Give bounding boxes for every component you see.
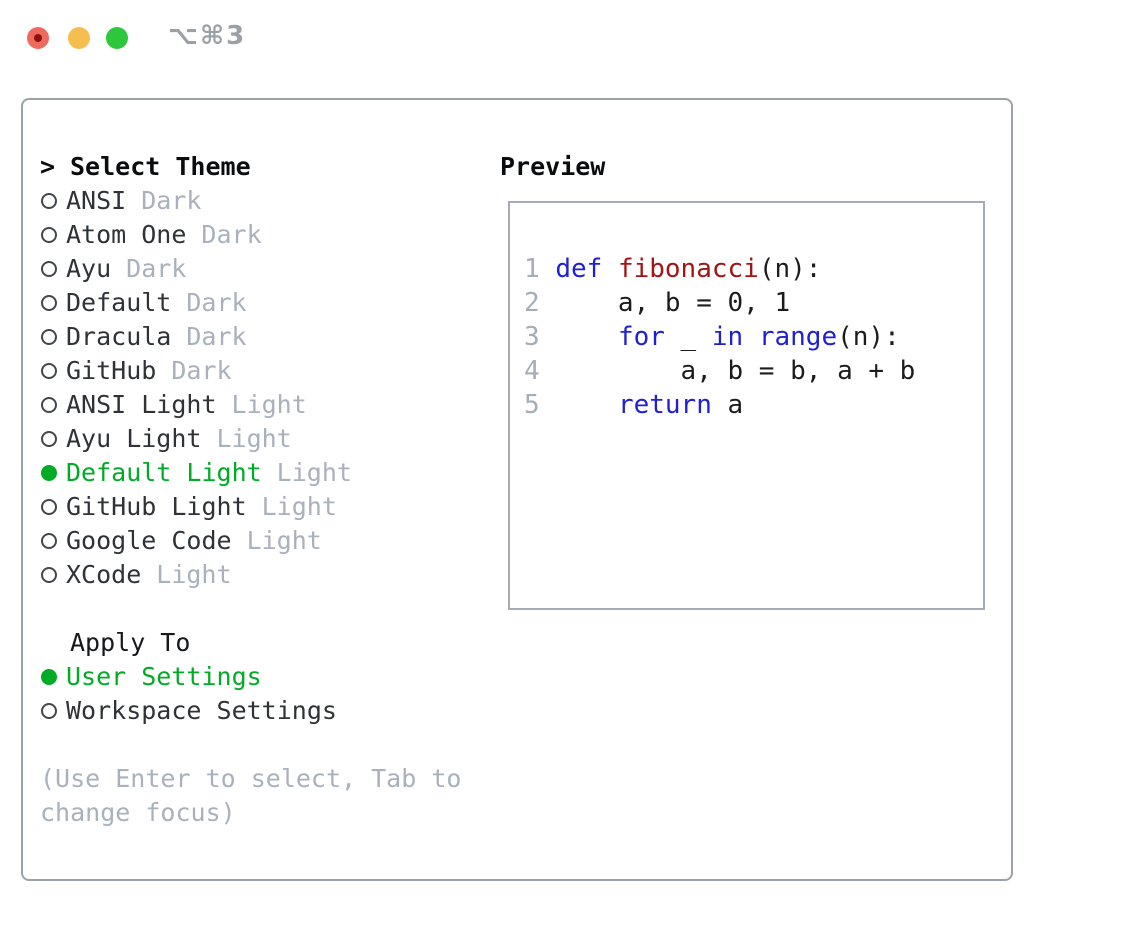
code-line: 4 a, b = b, a + b (524, 354, 983, 388)
line-number: 3 (524, 322, 556, 352)
theme-variant-tag: Dark (186, 288, 247, 317)
radio-icon (41, 295, 57, 311)
option-label: ANSI Light (66, 390, 217, 419)
radio-icon (41, 397, 57, 413)
apply-to-header: Apply To (70, 628, 191, 657)
option-label: Dracula (66, 322, 172, 351)
radio-icon (41, 261, 57, 277)
option-label: GitHub Light (66, 492, 247, 521)
code-token-function: fibonacci (617, 254, 759, 284)
code-token-keyword: def (555, 254, 618, 284)
theme-option[interactable]: GitHub Dark (40, 354, 492, 388)
select-theme-header: > Select Theme (40, 150, 492, 184)
apply-to-option[interactable]: User Settings (40, 660, 492, 694)
theme-variant-tag: Dark (141, 186, 202, 215)
option-label: Google Code (66, 526, 232, 555)
theme-option[interactable]: Ayu Dark (40, 252, 492, 286)
select-theme-title: Select Theme (70, 152, 251, 181)
theme-option[interactable]: ANSI Light Light (40, 388, 492, 422)
theme-variant-tag: Light (276, 458, 352, 487)
code-line: 3 for _ in range(n): (524, 320, 983, 354)
option-label: Atom One (66, 220, 187, 249)
blank-line (524, 422, 983, 456)
radio-icon (41, 193, 57, 209)
radio-icon (41, 329, 57, 345)
code-token-plain: a, b = b, a + b (555, 356, 916, 386)
option-label: Default (66, 288, 172, 317)
option-label: Ayu Light (66, 424, 202, 453)
theme-option[interactable]: GitHub Light Light (40, 490, 492, 524)
zoom-button-icon[interactable] (106, 27, 128, 49)
theme-variant-tag: Dark (201, 220, 262, 249)
line-number: 1 (524, 254, 556, 284)
option-label: Workspace Settings (66, 696, 337, 725)
theme-variant-tag: Dark (171, 356, 232, 385)
line-number: 5 (524, 390, 556, 420)
apply-to-option[interactable]: Workspace Settings (40, 694, 492, 728)
code-token-plain: _ (664, 322, 712, 352)
radio-icon (41, 703, 57, 719)
radio-selected-icon (41, 669, 57, 685)
code-token-keyword: return (617, 390, 712, 420)
radio-icon (41, 431, 57, 447)
theme-option[interactable]: Dracula Dark (40, 320, 492, 354)
close-button-icon[interactable] (27, 27, 49, 49)
code-line: 2 a, b = 0, 1 (524, 286, 983, 320)
radio-icon (41, 363, 57, 379)
hint-line: (Use Enter to select, Tab to (40, 764, 462, 793)
code-token-plain (555, 322, 618, 352)
theme-variant-tag: Light (216, 424, 292, 453)
theme-variant-tag: Light (246, 526, 322, 555)
code-token-plain: a (711, 390, 744, 420)
close-dot-icon (34, 34, 42, 42)
code-token-keyword: range (758, 322, 838, 352)
code-line: 1 def fibonacci(n): (524, 252, 983, 286)
option-label: User Settings (66, 662, 262, 691)
theme-option[interactable]: Default Light Light (40, 456, 492, 490)
theme-option[interactable]: Atom One Dark (40, 218, 492, 252)
theme-variant-tag: Light (261, 492, 337, 521)
preview-column: Preview 1 def fibonacci(n):2 a, b = 0, 1… (500, 150, 985, 610)
line-number: 4 (524, 356, 556, 386)
radio-icon (41, 567, 57, 583)
code-token-plain: (n): (837, 322, 900, 352)
theme-option[interactable]: Google Code Light (40, 524, 492, 558)
theme-variant-tag: Dark (186, 322, 247, 351)
option-label: ANSI (66, 186, 127, 215)
code-token-keyword: in (711, 322, 744, 352)
code-token-keyword: for (617, 322, 665, 352)
prompt-caret-icon: > (40, 152, 56, 181)
code-token-plain (743, 322, 759, 352)
radio-icon (41, 499, 57, 515)
radio-icon (41, 533, 57, 549)
theme-variant-tag: Light (156, 560, 232, 589)
code-token-plain (555, 390, 618, 420)
radio-selected-icon (41, 465, 57, 481)
theme-variant-tag: Dark (126, 254, 187, 283)
hint-line: change focus) (40, 798, 236, 827)
option-label: XCode (66, 560, 142, 589)
option-label: Ayu (66, 254, 112, 283)
code-token-plain: a, b = 0, 1 (555, 288, 791, 318)
code-token-plain: (n): (758, 254, 822, 284)
preview-title: Preview (500, 152, 606, 181)
radio-icon (41, 227, 57, 243)
theme-variant-tag: Light (231, 390, 307, 419)
window-title: ⌥⌘3 (168, 21, 247, 51)
theme-option[interactable]: XCode Light (40, 558, 492, 592)
code-line: 5 return a (524, 388, 983, 422)
theme-option[interactable]: Ayu Light Light (40, 422, 492, 456)
line-number: 2 (524, 288, 556, 318)
titlebar: ⌥⌘3 (0, 0, 1140, 76)
minimize-button-icon[interactable] (68, 27, 90, 49)
theme-option[interactable]: Default Dark (40, 286, 492, 320)
option-label: GitHub (66, 356, 157, 385)
theme-option[interactable]: ANSI Dark (40, 184, 492, 218)
option-label: Default Light (66, 458, 262, 487)
